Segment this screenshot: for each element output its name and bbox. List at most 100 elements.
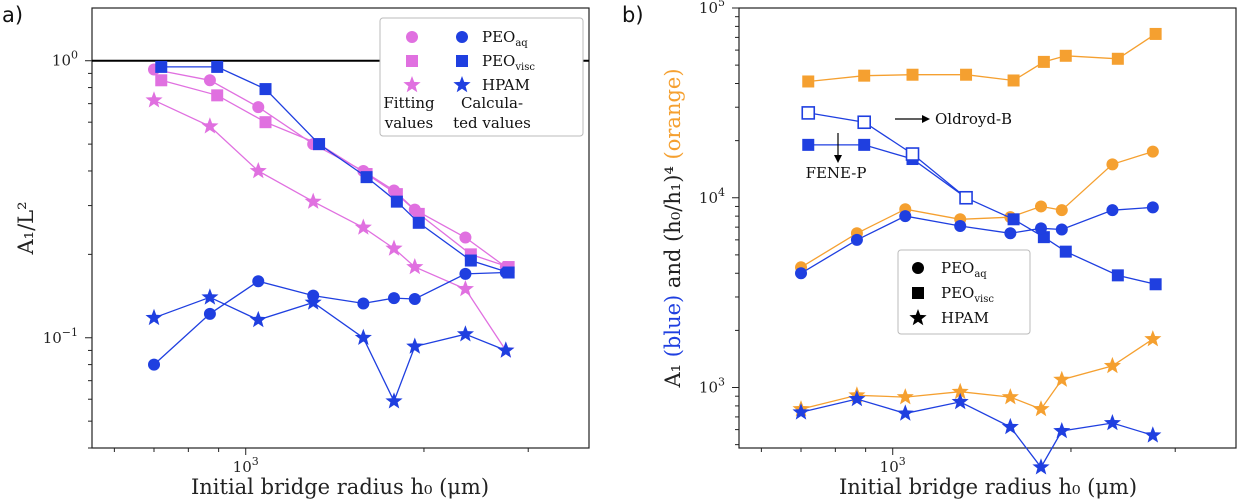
- series-a-blue-star: [145, 288, 515, 409]
- data-point: [459, 267, 472, 280]
- legend-marker-square-magenta: [406, 55, 418, 67]
- annotation-fene: FENE-P: [806, 133, 866, 182]
- legend-b: PEOaq PEOvisc HPAM: [897, 249, 1031, 335]
- legend-b-markers: [909, 262, 927, 326]
- legend-a-calc-1: Calcula-: [461, 94, 523, 112]
- legend-marker-circle: [912, 262, 924, 274]
- data-point: [259, 116, 272, 129]
- legend-marker-star-magenta: [403, 76, 421, 93]
- data-point: [905, 147, 920, 161]
- data-point: [354, 328, 372, 345]
- data-point: [145, 308, 163, 326]
- data-point: [385, 239, 403, 256]
- legend-a-hpam: HPAM: [482, 76, 530, 94]
- series-b-blue-open-square: [801, 106, 973, 205]
- data-point: [802, 75, 815, 88]
- data-point: [1007, 74, 1020, 87]
- data-point: [1144, 330, 1162, 347]
- data-point: [899, 210, 912, 223]
- data-point: [211, 89, 224, 102]
- series-line: [808, 112, 967, 199]
- series-b-blue-circle: [795, 201, 1159, 280]
- data-point: [1144, 426, 1162, 443]
- y-title-b-ratio: (h₀/h₁)⁴: [661, 166, 685, 242]
- data-point: [408, 293, 421, 306]
- data-point: [858, 69, 871, 82]
- data-point: [1001, 388, 1019, 405]
- legend-a: PEOaq PEOvisc HPAM Fitting values Calcul…: [379, 17, 584, 137]
- x-tick-label-b: 103: [880, 455, 906, 476]
- data-a: [145, 60, 515, 409]
- data-point: [360, 171, 373, 184]
- y-title-b-and: and: [661, 249, 685, 289]
- data-point: [357, 297, 370, 310]
- legend-a-peo-aq: PEOaq: [482, 28, 528, 49]
- legend-b-hpam: HPAM: [941, 309, 989, 327]
- y-title-b-orange: (orange): [661, 68, 685, 159]
- data-point: [497, 341, 515, 358]
- x-axis-title-b: Initial bridge radius h₀ (μm): [839, 475, 1137, 499]
- legend-marker-circle-magenta: [406, 31, 418, 43]
- legend-a-markers: [403, 31, 471, 93]
- data-point: [1149, 27, 1162, 40]
- legend-a-fitting-1: Fitting: [383, 94, 435, 112]
- legend-marker-square: [912, 287, 924, 299]
- data-point: [390, 195, 403, 208]
- data-point: [795, 267, 808, 280]
- x-tick-label-a: 103: [233, 455, 259, 476]
- data-point: [456, 280, 474, 297]
- data-point: [850, 233, 863, 246]
- data-point: [1111, 269, 1124, 282]
- data-point: [1103, 414, 1121, 431]
- data-point: [145, 91, 163, 108]
- data-point: [1007, 213, 1020, 226]
- data-point: [1059, 245, 1072, 258]
- data-point: [412, 216, 425, 229]
- data-point: [848, 390, 866, 407]
- data-point: [211, 60, 224, 73]
- data-point: [459, 231, 472, 244]
- data-point: [792, 403, 810, 420]
- data-point: [148, 358, 161, 371]
- data-point: [203, 307, 216, 320]
- legend-marker-star-blue: [453, 76, 471, 93]
- data-point: [155, 60, 168, 73]
- annotation-oldroyd-text: Oldroyd-B: [935, 110, 1012, 128]
- series-b-orange-star: [792, 330, 1162, 417]
- panel-label-b: b): [622, 3, 644, 27]
- data-point: [896, 404, 914, 421]
- data-point: [1032, 458, 1050, 475]
- data-point: [252, 275, 265, 288]
- data-point: [960, 68, 973, 81]
- data-point: [313, 138, 326, 151]
- legend-marker-star: [909, 309, 927, 326]
- data-point: [858, 138, 871, 151]
- data-point: [1053, 370, 1071, 387]
- data-point: [406, 337, 424, 354]
- data-point: [951, 392, 969, 410]
- data-point: [249, 162, 267, 179]
- data-point: [802, 138, 815, 151]
- data-point: [896, 388, 914, 405]
- y-tick-label-b: 103: [699, 376, 725, 397]
- legend-box-b: [897, 249, 1031, 335]
- series-a-blue-circle: [148, 266, 512, 371]
- data-point: [456, 325, 474, 342]
- data-point: [304, 293, 322, 310]
- y-tick-label-a: 100: [52, 49, 78, 70]
- data-point: [1106, 158, 1119, 171]
- data-point: [954, 219, 967, 232]
- data-point: [951, 382, 969, 399]
- data-point: [1103, 356, 1121, 374]
- legend-marker-circle-blue: [456, 31, 468, 43]
- data-point: [801, 106, 816, 120]
- data-b: [792, 27, 1162, 475]
- legend-a-fitting-2: values: [384, 114, 433, 132]
- series-b-orange-square: [802, 27, 1162, 88]
- panel-label-a: a): [2, 3, 23, 27]
- data-point: [1059, 49, 1072, 62]
- data-point: [464, 254, 477, 267]
- legend-b-peo-aq: PEOaq: [941, 259, 987, 280]
